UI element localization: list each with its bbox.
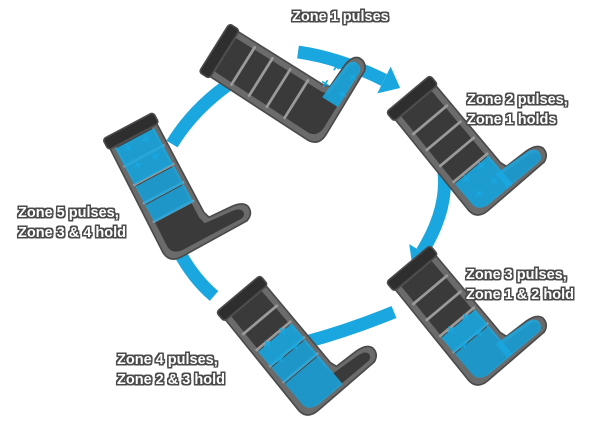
stage-2-label: Zone 2 pulses, Zone 1 holds <box>467 92 568 128</box>
arrow-1-head <box>377 66 401 94</box>
stage-4-label: Zone 4 pulses, Zone 2 & 3 hold <box>117 352 225 388</box>
arrow-3-shaft <box>304 305 397 349</box>
leg-stage-4 <box>214 248 383 422</box>
stage-3-label: Zone 3 pulses, Zone 1 & 2 hold <box>466 267 574 303</box>
stage-1-label: Zone 1 pulses <box>292 9 389 25</box>
arrow-2-shaft <box>416 171 451 256</box>
stage-5-label: Zone 5 pulses, Zone 3 & 4 hold <box>18 205 126 241</box>
leg-stage-2 <box>384 48 553 222</box>
arrow-1-shaft <box>297 45 387 86</box>
arrow-5-shaft <box>166 76 236 148</box>
